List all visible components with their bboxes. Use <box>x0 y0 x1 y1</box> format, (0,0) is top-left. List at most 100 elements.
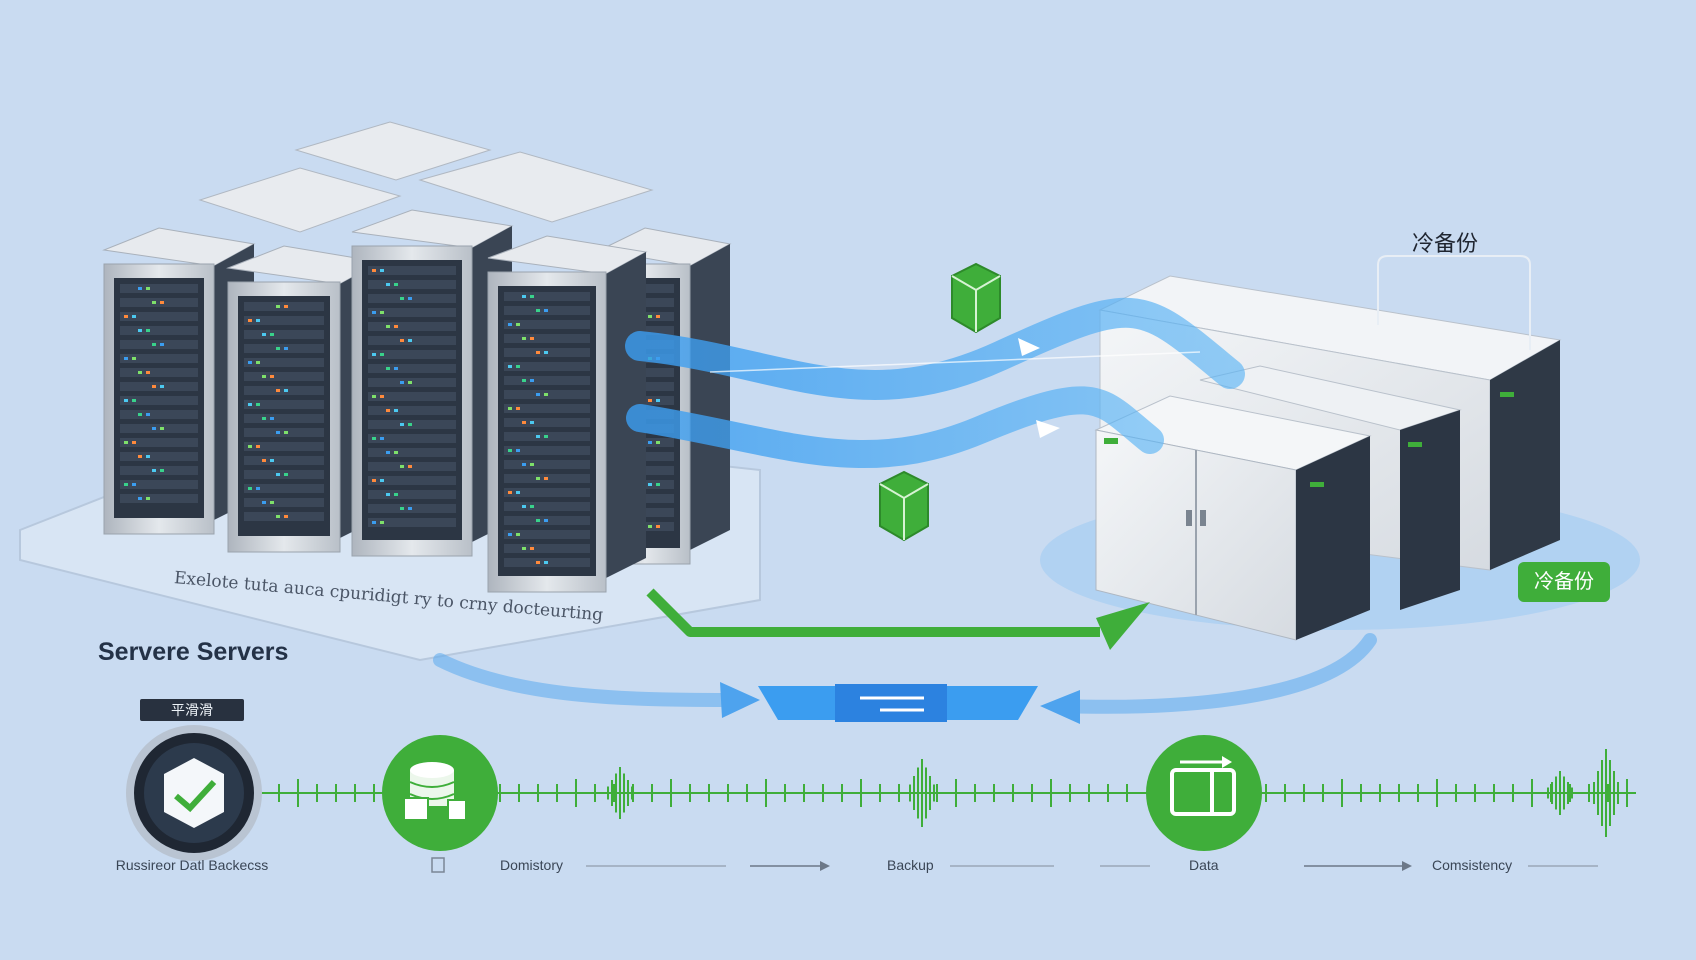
status-led-icon <box>544 309 548 312</box>
rack-slot <box>244 442 324 451</box>
status-led-icon <box>372 269 376 272</box>
status-led-icon <box>508 323 512 326</box>
status-led-icon <box>132 357 136 360</box>
rack-slot <box>504 418 590 427</box>
data-cube-icon <box>951 262 1001 334</box>
door-handle <box>1200 510 1206 526</box>
status-led-icon <box>256 361 260 364</box>
status-led-icon <box>124 441 128 444</box>
rack-slot <box>368 308 456 317</box>
status-led-icon <box>394 409 398 412</box>
status-led-icon <box>648 399 652 402</box>
status-led-icon <box>124 483 128 486</box>
rack-slot <box>120 466 198 475</box>
status-led-icon <box>146 329 150 332</box>
status-led-icon <box>648 483 652 486</box>
status-led-icon <box>248 487 252 490</box>
rack-slot <box>504 446 590 455</box>
data-cube-icon <box>879 470 929 542</box>
status-led-icon <box>516 533 520 536</box>
sync-arrows-icon <box>860 696 924 712</box>
front-cabinet-side <box>1296 436 1370 640</box>
status-led-icon <box>386 451 390 454</box>
status-led-icon <box>284 473 288 476</box>
status-led-icon <box>276 389 280 392</box>
rack-slot <box>244 372 324 381</box>
rack-slot <box>504 460 590 469</box>
status-led-icon <box>160 385 164 388</box>
status-led-icon <box>380 479 384 482</box>
rack-slot <box>504 376 590 385</box>
rack-top <box>294 121 492 181</box>
status-led-icon <box>1408 442 1422 447</box>
status-led-icon <box>544 351 548 354</box>
flow-arrow-icon <box>1018 338 1040 356</box>
status-led-icon <box>394 325 398 328</box>
status-led-icon <box>522 463 526 466</box>
timeline-node-transfer <box>1146 735 1262 851</box>
rack-slot <box>120 340 198 349</box>
status-led-icon <box>262 459 266 462</box>
status-led-icon <box>400 297 404 300</box>
status-led-icon <box>138 455 142 458</box>
flow-highlight <box>709 351 1201 373</box>
status-led-icon <box>248 403 252 406</box>
server-shield-icon <box>174 779 217 813</box>
status-led-icon <box>656 483 660 486</box>
status-led-icon <box>408 339 412 342</box>
status-led-icon <box>160 469 164 472</box>
status-led-icon <box>400 423 404 426</box>
rack-slot <box>368 364 456 373</box>
status-led-icon <box>372 395 376 398</box>
status-led-icon <box>146 497 150 500</box>
cabinet-side <box>1490 340 1560 570</box>
rack-slot <box>504 320 590 329</box>
step-label-3: Backup <box>887 857 934 873</box>
door-handle <box>1186 510 1192 526</box>
status-led-icon <box>536 435 540 438</box>
rack-top <box>198 167 402 233</box>
rack-slot <box>504 362 590 371</box>
rack-slot <box>368 392 456 401</box>
status-led-icon <box>132 441 136 444</box>
status-led-icon <box>516 449 520 452</box>
status-led-icon <box>276 347 280 350</box>
status-led-icon <box>386 409 390 412</box>
status-led-icon <box>160 427 164 430</box>
status-led-icon <box>400 339 404 342</box>
database-icon <box>403 797 429 821</box>
status-led-icon <box>256 319 260 322</box>
lower-sync-flow <box>626 386 1164 469</box>
status-led-icon <box>138 497 142 500</box>
status-led-icon <box>124 399 128 402</box>
status-led-icon <box>522 505 526 508</box>
status-led-icon <box>522 547 526 550</box>
status-led-icon <box>160 301 164 304</box>
status-led-icon <box>380 437 384 440</box>
status-led-icon <box>536 519 540 522</box>
flow-arrow-icon <box>1036 420 1060 438</box>
rack-slot <box>244 498 324 507</box>
status-led-icon <box>284 389 288 392</box>
status-led-icon <box>508 533 512 536</box>
timeline-ticks <box>259 749 1628 837</box>
backup-arrowhead-icon <box>1096 602 1150 650</box>
status-led-icon <box>522 337 526 340</box>
status-led-icon <box>248 319 252 322</box>
rack-slot <box>368 448 456 457</box>
cabinet-side <box>1400 410 1460 610</box>
rack-slot <box>504 530 590 539</box>
status-led-icon <box>380 269 384 272</box>
status-led-icon <box>284 305 288 308</box>
step-label-5: Comsistency <box>1432 857 1513 873</box>
status-led-icon <box>160 343 164 346</box>
rack-slot <box>120 410 198 419</box>
status-led-icon <box>508 365 512 368</box>
rack-slot <box>504 488 590 497</box>
status-led-icon <box>270 459 274 462</box>
status-led-icon <box>508 491 512 494</box>
document-icon <box>431 857 445 873</box>
cold-storage <box>1040 275 1640 641</box>
status-led-icon <box>522 379 526 382</box>
rack-slot <box>120 424 198 433</box>
